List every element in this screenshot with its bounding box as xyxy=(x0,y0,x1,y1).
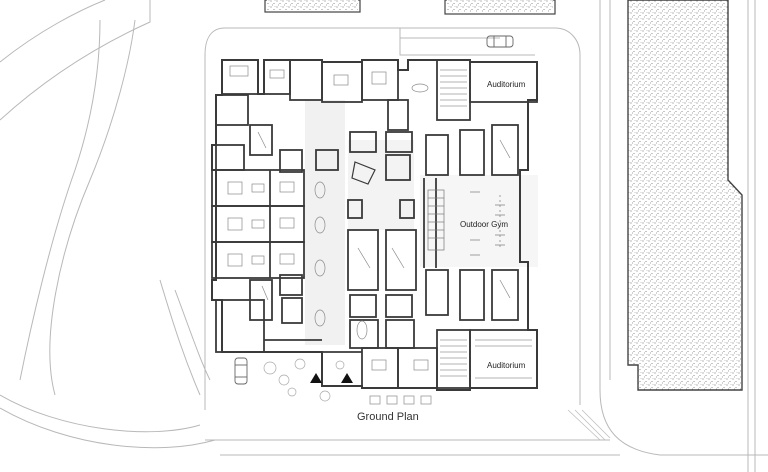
entrance-marker xyxy=(341,373,353,383)
neighbor-building-top-left-fill xyxy=(267,0,358,10)
car-icon xyxy=(486,35,514,48)
fence-lines xyxy=(567,409,611,441)
entrance-marker xyxy=(310,373,322,383)
auditorium-bottom-label: Auditorium xyxy=(487,361,526,370)
staircase xyxy=(427,189,445,251)
neighbor-building-right xyxy=(627,0,743,391)
plan-caption: Ground Plan xyxy=(357,411,419,423)
building-footprint xyxy=(211,59,538,391)
neighbor-building-top-right-fill xyxy=(447,0,553,12)
outdoor-gym-label: Outdoor Gym xyxy=(460,220,509,229)
car-icon xyxy=(234,357,248,385)
auditorium-seating xyxy=(440,69,532,379)
corridor-fill xyxy=(348,140,414,230)
auditorium-top-label: Auditorium xyxy=(487,80,526,89)
bench xyxy=(369,395,432,405)
landscape-trees xyxy=(263,358,345,402)
gym-equipment xyxy=(470,191,505,256)
